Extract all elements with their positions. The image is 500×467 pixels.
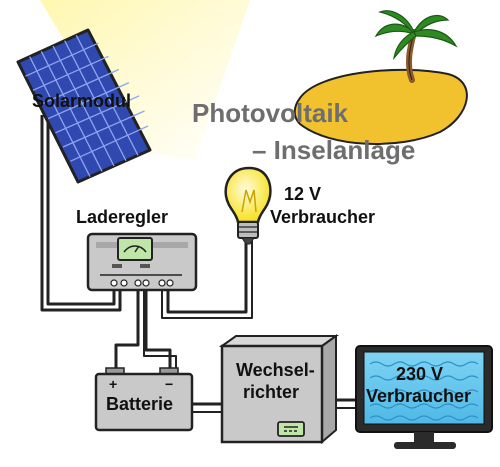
battery-minus-terminal: − [165, 376, 173, 392]
island-palm-illustration [293, 10, 468, 145]
diagram-title-line2: – Inselanlage [252, 135, 415, 165]
battery-label: Batterie [106, 394, 173, 414]
inverter [218, 334, 340, 445]
charge-controller-label: Laderegler [76, 207, 168, 227]
battery-plus-terminal: + [109, 376, 117, 392]
television-icon [355, 345, 493, 449]
load-12v-label-line2: Verbraucher [270, 207, 375, 227]
load-230v-label-line2: Verbraucher [366, 386, 471, 406]
solar-module [16, 28, 152, 184]
load-230v-label-line1: 230 V [396, 364, 443, 384]
charge-controller [86, 232, 198, 292]
inverter-label-line2: richter [243, 382, 299, 402]
battery [94, 367, 194, 432]
diagram-title-line1: Photovoltaik [192, 98, 349, 128]
solar-module-label: Solarmodul [32, 91, 131, 111]
inverter-label-line1: Wechsel- [236, 360, 315, 380]
light-bulb-icon [224, 166, 272, 245]
load-12v-label-line1: 12 V [284, 184, 321, 204]
